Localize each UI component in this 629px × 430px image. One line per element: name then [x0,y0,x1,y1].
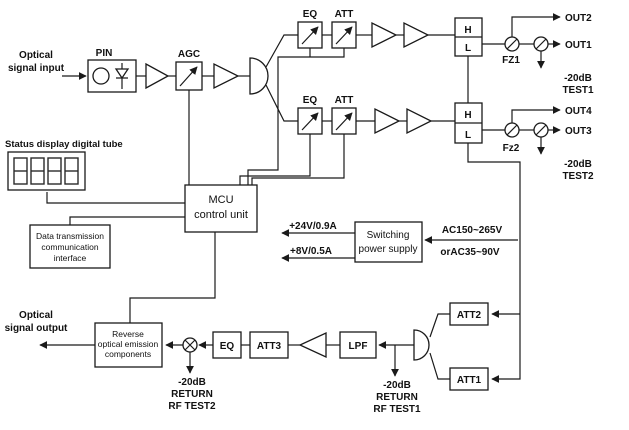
coupler-slash [506,124,518,136]
att2-box [449,302,489,326]
reverse-emitter-line3: components [105,349,151,359]
amplifier-icon [298,331,327,359]
ac-range2-label: orAC35~90V [440,247,500,258]
branch2-att-label: ATT [335,95,354,106]
branch1-diplexer-l: L [465,43,471,54]
branch2-diplexer-l: L [465,130,471,141]
return-test2-return: RETURN [171,389,213,400]
power-section: Switching power supply +24V/0.9A +8V/0.5… [281,221,518,263]
test1-label: TEST1 [562,85,594,96]
wire [511,13,561,37]
control-wire [239,134,311,185]
amplifier-icon [403,21,430,49]
wire [265,84,298,122]
combiner-splitter-icon [413,329,430,361]
diode-leads [116,63,128,89]
control-section: MCU control unit Data transmission commu… [29,48,345,323]
optical-input-label-line1: Optical [19,50,53,61]
return-test1-db: -20dB [383,380,411,391]
att1-label: ATT1 [457,375,482,386]
splitter-icon [249,57,269,95]
branch1-eq-label: EQ [303,9,318,20]
att3-label: ATT3 [257,341,282,352]
branch1-tap-label: FZ1 [502,55,520,66]
wire [129,232,216,323]
return-test1-return: RETURN [376,392,418,403]
out2-label: OUT2 [565,13,592,24]
coupler-slash [535,38,547,50]
lpf-label: LPF [349,341,368,352]
wire [511,106,561,123]
wire [46,192,185,204]
branch2-tap-label: Fz2 [503,143,520,154]
return-test2-db: -20dB [178,377,206,388]
lpf-box [339,331,377,359]
amplifier-icon [406,107,433,135]
amplifier-icon [213,62,240,90]
optical-input-label-line2: signal input [8,63,65,74]
reverse-emitter-box [94,322,163,368]
data-interface-box [29,224,111,269]
reverse-path: Optical signal output Reverse optical em… [5,143,521,415]
return-test1-label: RF TEST1 [373,404,421,415]
variable-arrow-icon [301,26,319,45]
reverse-emitter-line1: Reverse [112,329,144,339]
out3-label: OUT3 [565,126,592,137]
branch1-diplexer-h: H [464,25,471,36]
mcu-box [184,184,258,233]
branch2-diplexer-h: H [464,110,471,121]
amplifier-icon [145,62,170,90]
control-wire [247,48,345,185]
wire [69,216,185,225]
variable-arrow-icon [335,26,353,45]
psu-label-line1: Switching [367,230,410,241]
reverse-eq-label: EQ [220,341,235,352]
wire [265,34,298,68]
forward-branch-1: EQ ATT H L FZ1 OUT2 OUT1 -20dB TEST1 [297,9,594,96]
wire [429,313,450,338]
optical-output-label-line1: Optical [19,310,53,321]
variable-arrow-icon [335,112,353,131]
dc-24v-label: +24V/0.9A [289,221,337,232]
data-interface-line3: interface [54,253,87,263]
wire [467,143,521,383]
dc-8v-label: +8V/0.5A [290,246,332,257]
photodiode-icon [92,67,110,85]
pin-label: PIN [96,48,113,59]
amplifier-icon [371,21,398,49]
mcu-label-line1: MCU [208,194,233,206]
test2-db-label: -20dB [564,159,592,170]
return-test2-label: RF TEST2 [168,401,216,412]
status-display-label: Status display digital tube [5,139,123,150]
mcu-label-line2: control unit [194,209,248,221]
switching-psu-box [354,221,423,263]
wire [429,352,450,380]
forward-branch-2: EQ ATT H L Fz2 OUT4 OUT3 -20dB TEST2 [297,56,594,182]
att3-box [249,331,289,359]
combiner-x [184,339,196,351]
variable-arrow-icon [179,66,198,87]
forward-input-chain: Optical signal input PIN AGC [8,34,298,122]
optical-output-label-line2: signal output [5,323,68,334]
psu-label-line2: power supply [359,244,418,255]
data-interface-line1: Data transmission [36,231,104,241]
att1-box [449,367,489,391]
test2-label: TEST2 [562,171,594,182]
ac-range-label: AC150~265V [442,225,503,236]
agc-label: AGC [178,49,200,60]
branch2-eq-label: EQ [303,95,318,106]
coupler-slash [535,124,547,136]
reverse-emitter-line2: optical emission [98,339,159,349]
variable-arrow-icon [301,112,319,131]
amplifier-icon [374,107,401,135]
status-display: Status display digital tube [5,139,123,191]
data-interface-line2: communication [41,242,98,252]
control-wire [251,134,345,185]
branch1-att-label: ATT [335,9,354,20]
coupler-slash [506,38,518,50]
test1-db-label: -20dB [564,73,592,84]
out1-label: OUT1 [565,40,592,51]
att2-label: ATT2 [457,310,482,321]
out4-label: OUT4 [565,106,592,117]
